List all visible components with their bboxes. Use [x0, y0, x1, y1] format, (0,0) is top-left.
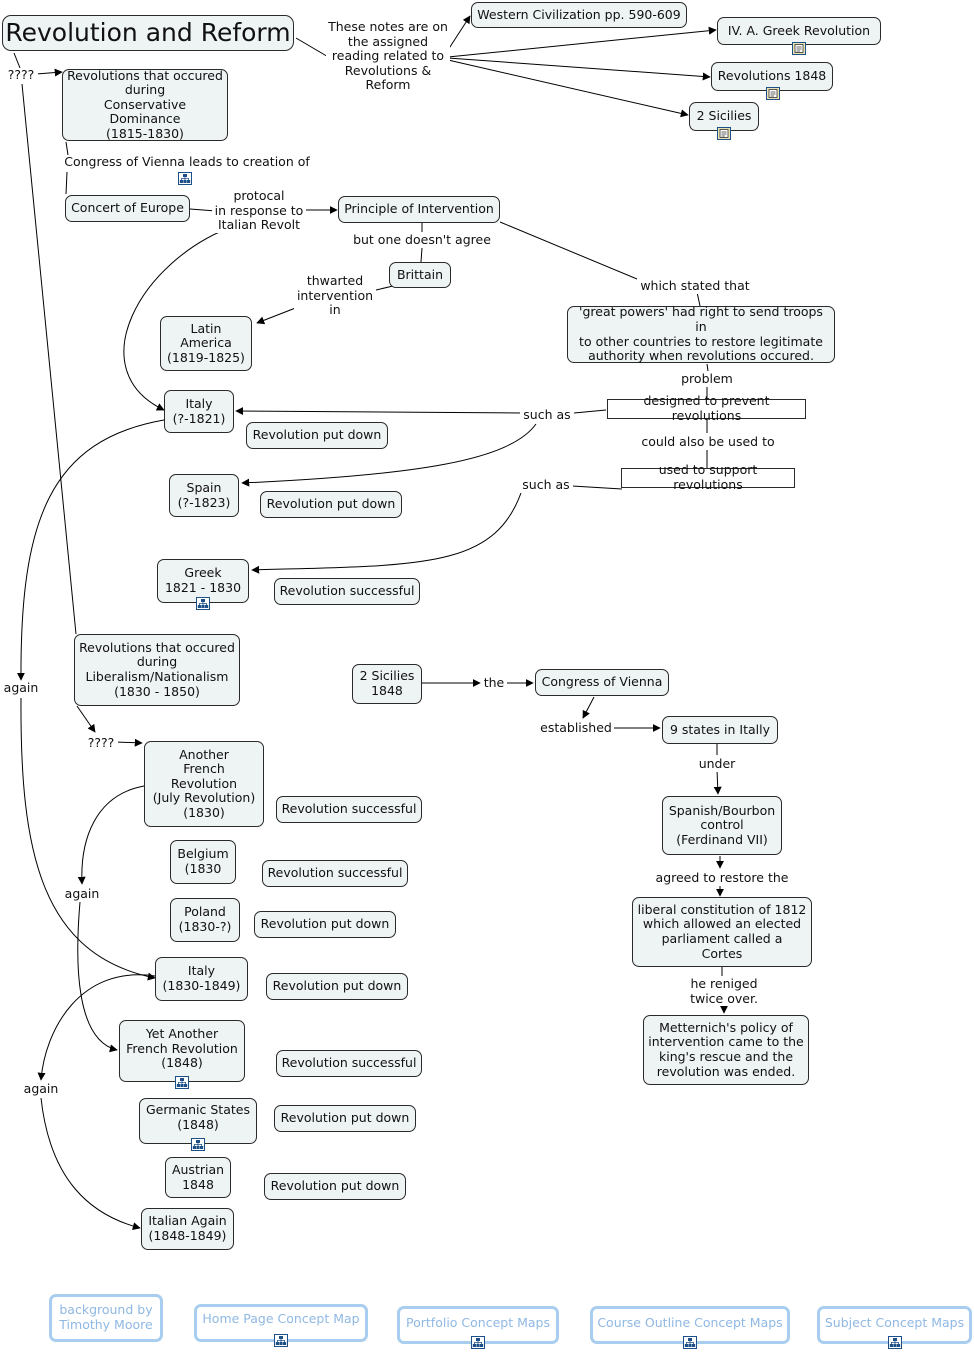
revolutions-1848-doc-node[interactable]: Revolutions 1848: [711, 62, 833, 91]
italy-1849-node: Italy (1830-1849): [155, 957, 248, 1001]
concert-of-europe-node: Concert of Europe: [65, 195, 190, 222]
such-as-label-1: such as: [520, 407, 574, 423]
again-label-3: again: [22, 1081, 60, 1097]
subject-link-label: Subject Concept Maps: [824, 1315, 965, 1330]
french-1830-node: Another French Revolution (July Revoluti…: [144, 741, 264, 827]
italy-1821-result: Revolution put down: [246, 422, 388, 449]
brittain-node: Brittain: [389, 262, 451, 288]
italy-1849-result: Revolution put down: [266, 973, 408, 1000]
concept-map-icon[interactable]: [274, 1334, 288, 1347]
austrian-result: Revolution put down: [264, 1173, 406, 1200]
poland-result: Revolution put down: [254, 911, 396, 938]
concept-map-icon[interactable]: [888, 1336, 902, 1349]
agreed-label: agreed to restore the: [652, 870, 792, 886]
map-title: Revolution and Reform: [2, 15, 294, 51]
concept-map-icon[interactable]: [178, 172, 192, 185]
concept-map-icon[interactable]: [191, 1138, 205, 1151]
western-civ-node[interactable]: Western Civilization pp. 590-609: [471, 2, 687, 28]
could-also-label: could also be used to: [636, 434, 780, 450]
two-sicilies-1848-node: 2 Sicilies 1848: [352, 664, 422, 704]
germanic-result: Revolution put down: [274, 1105, 416, 1132]
portfolio-concept-maps-link[interactable]: Portfolio Concept Maps: [397, 1306, 559, 1344]
again-label-1: again: [2, 680, 40, 696]
thwarted-label: thwarted intervention in: [294, 273, 376, 318]
portfolio-link-label: Portfolio Concept Maps: [406, 1315, 550, 1330]
metternich-node: Metternich's policy of intervention came…: [643, 1015, 809, 1085]
course-outline-concept-maps-link[interactable]: Course Outline Concept Maps: [590, 1306, 790, 1344]
problem-label: problem: [676, 371, 738, 387]
italy-1821-node: Italy (?-1821): [164, 390, 234, 433]
document-icon[interactable]: [792, 42, 806, 55]
french-1848-result: Revolution successful: [276, 1050, 422, 1077]
italian-again-node: Italian Again (1848-1849): [141, 1208, 234, 1250]
greek-revolution-doc-label: IV. A. Greek Revolution: [727, 22, 871, 38]
protocal-label: protocal in response to Italian Revolt: [212, 188, 306, 233]
concept-map-icon[interactable]: [471, 1336, 485, 1349]
course-outline-link-label: Course Outline Concept Maps: [597, 1315, 783, 1330]
conservative-dominance-node: Revolutions that occured during Conserva…: [62, 68, 228, 141]
liberalism-nationalism-node: Revolutions that occured during Liberali…: [74, 634, 240, 706]
reniged-label: he reniged twice over.: [686, 976, 762, 1007]
designed-prevent-node: designed to prevent revolutions: [607, 394, 806, 423]
congress-vienna-node: Congress of Vienna: [535, 669, 669, 696]
used-support-node: used to support revolutions: [621, 463, 795, 492]
french-1830-result: Revolution successful: [276, 796, 422, 823]
greek-result: Revolution successful: [274, 578, 420, 605]
the-label: the: [481, 675, 507, 691]
document-icon[interactable]: [766, 87, 780, 100]
principle-intervention-node: Principle of Intervention: [338, 196, 500, 223]
again-label-2: again: [63, 886, 101, 902]
under-label: under: [694, 756, 740, 772]
background-credit[interactable]: background by Timothy Moore: [49, 1294, 163, 1342]
concept-map-icon[interactable]: [196, 597, 210, 610]
greek-revolution-doc-node[interactable]: IV. A. Greek Revolution: [717, 17, 881, 45]
belgium-result: Revolution successful: [262, 860, 408, 887]
nine-states-node: 9 states in Itally: [662, 716, 778, 744]
but-one-label: but one doesn't agree: [352, 232, 492, 248]
french-1848-node: Yet Another French Revolution (1848): [119, 1020, 245, 1082]
revolutions-1848-doc-label: Revolutions 1848: [717, 68, 827, 84]
two-sicilies-doc-node[interactable]: 2 Sicilies: [689, 102, 759, 131]
such-as-label-2: such as: [519, 477, 573, 493]
belgium-node: Belgium (1830: [170, 840, 236, 884]
which-stated-label: which stated that: [638, 278, 752, 294]
spain-result: Revolution put down: [260, 491, 402, 518]
liberal-constitution-node: liberal constitution of 1812 which allow…: [632, 897, 812, 967]
notes-intro: These notes are on the assigned reading …: [326, 19, 450, 93]
question-marks-label: ????: [4, 67, 38, 83]
congress-leads-label: Congress of Vienna leads to creation of: [64, 154, 310, 170]
question-marks-label-2: ????: [84, 735, 118, 751]
greek-node: Greek 1821 - 1830: [157, 559, 249, 603]
concept-map-icon[interactable]: [683, 1336, 697, 1349]
poland-node: Poland (1830-?): [170, 898, 240, 942]
two-sicilies-doc-label: 2 Sicilies: [696, 108, 752, 124]
established-label: established: [538, 720, 614, 736]
concept-map-icon[interactable]: [175, 1076, 189, 1089]
document-icon[interactable]: [717, 127, 731, 140]
spain-node: Spain (?-1823): [169, 474, 239, 517]
latin-america-node: Latin America (1819-1825): [160, 316, 252, 371]
austrian-node: Austrian 1848: [165, 1157, 231, 1198]
spanish-bourbon-node: Spanish/Bourbon control (Ferdinand VII): [662, 796, 782, 855]
great-powers-node: 'great powers' had right to send troops …: [567, 305, 835, 363]
western-civ-label: Western Civilization pp. 590-609: [477, 6, 681, 22]
germanic-states-node: Germanic States (1848): [139, 1098, 257, 1144]
home-page-link-label: Home Page Concept Map: [202, 1311, 360, 1326]
